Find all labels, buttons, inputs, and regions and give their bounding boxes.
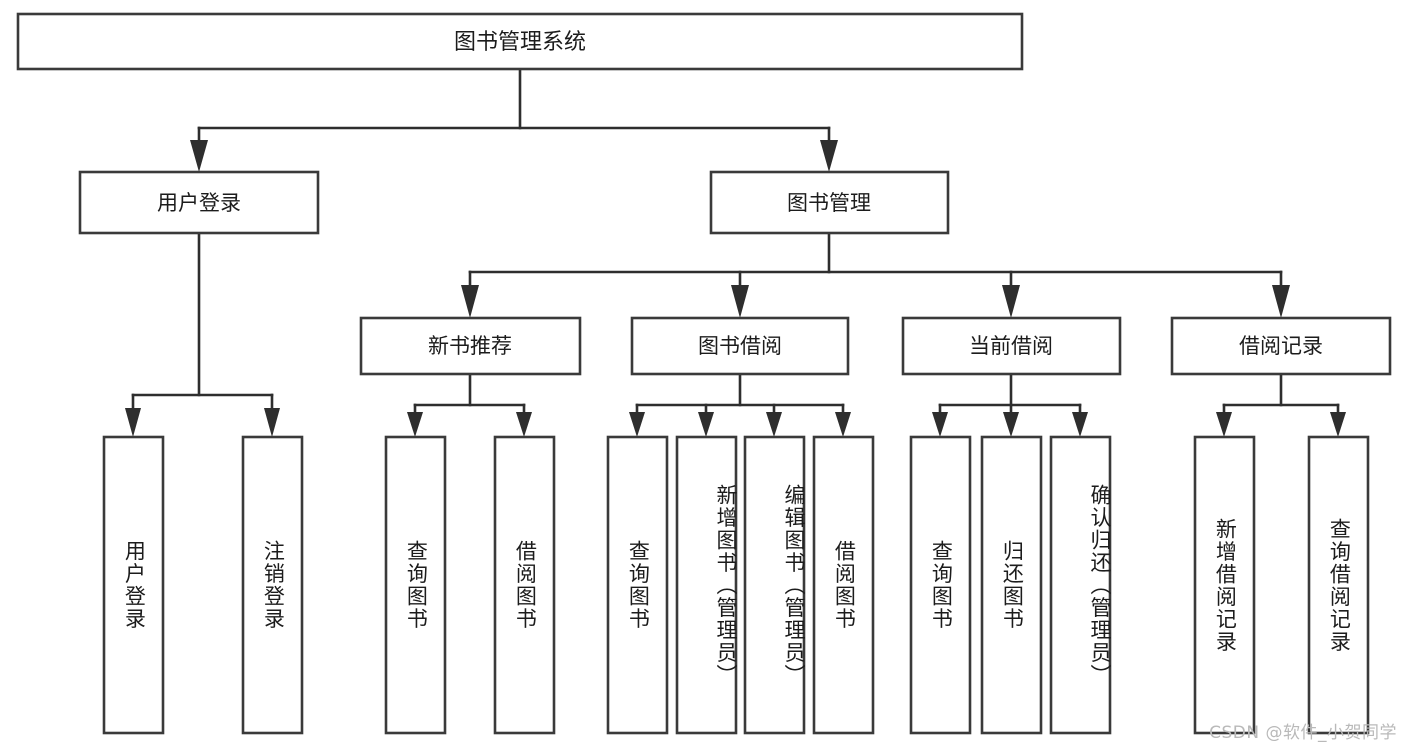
node-new-book-recommend-label: 新书推荐 [428,334,512,358]
connector-book-borrow-to-leaves [629,372,851,437]
connector-book-manage-to-level3 [461,231,1290,318]
leaf-box-book-borrow-3[interactable] [743,435,806,735]
node-current-borrow-box[interactable] [901,316,1122,376]
leaf-box-user-login-1[interactable] [102,435,165,735]
arrow-head-l3-2 [731,285,749,318]
node-book-borrow[interactable]: 图书借阅 [630,316,850,376]
node-root-box[interactable] [16,12,1024,71]
node-user-login-label: 用户登录 [157,191,241,215]
connector-root-to-level2 [190,67,838,172]
arrow-head-l3-1 [461,285,479,318]
connector-current-borrow-to-leaves [932,372,1088,437]
node-book-borrow-label: 图书借阅 [698,334,782,358]
arrow-head-user-login [190,140,208,172]
node-borrow-record[interactable]: 借阅记录 [1170,316,1392,376]
node-new-book-recommend[interactable]: 新书推荐 [359,316,582,376]
arrow-head-cb-3 [1072,412,1088,437]
arrow-head-nb-2 [516,412,532,437]
leaf-box-user-login-2[interactable] [241,435,304,735]
node-book-borrow-box[interactable] [630,316,850,376]
arrow-head-ul-1 [125,408,141,437]
leaf-box-new-book-1[interactable] [384,435,447,735]
leaf-box-book-borrow-2[interactable] [675,435,738,735]
node-user-login-box[interactable] [78,170,320,235]
arrow-head-l3-4 [1272,285,1290,318]
arrow-head-l3-3 [1002,285,1020,318]
arrow-head-cb-1 [932,412,948,437]
node-user-login[interactable]: 用户登录 [78,170,320,235]
node-root-label: 图书管理系统 [454,30,586,55]
watermark-text: CSDN @软件_小贺同学 [1209,723,1397,743]
leaf-box-current-borrow-1[interactable] [909,435,972,735]
arrow-head-bb-1 [629,412,645,437]
arrow-head-bb-4 [835,412,851,437]
leaf-box-current-borrow-3[interactable] [1049,435,1112,735]
arrow-head-br-1 [1216,412,1232,437]
leaf-box-book-borrow-4[interactable] [812,435,875,735]
connector-user-login-to-leaves [125,231,280,437]
arrow-head-ul-2 [264,408,280,437]
node-new-book-recommend-box[interactable] [359,316,582,376]
leaf-box-borrow-record-1[interactable] [1193,435,1256,735]
arrow-head-cb-2 [1003,412,1019,437]
leaf-box-new-book-2[interactable] [493,435,556,735]
node-borrow-record-box[interactable] [1170,316,1392,376]
leaf-box-borrow-record-2[interactable] [1307,435,1370,735]
node-book-manage-box[interactable] [709,170,950,235]
connector-new-book-to-leaves [407,372,532,437]
arrow-head-bb-3 [766,412,782,437]
arrow-head-bb-2 [698,412,714,437]
node-root[interactable]: 图书管理系统 [16,12,1024,71]
connector-borrow-record-to-leaves [1216,372,1346,437]
node-current-borrow[interactable]: 当前借阅 [901,316,1122,376]
node-borrow-record-label: 借阅记录 [1239,334,1323,358]
leaf-box-book-borrow-1[interactable] [606,435,669,735]
arrow-head-book-manage [820,140,838,172]
node-book-manage-label: 图书管理 [787,191,871,215]
arrow-head-br-2 [1330,412,1346,437]
node-book-manage[interactable]: 图书管理 [709,170,950,235]
arrow-head-nb-1 [407,412,423,437]
leaf-box-current-borrow-2[interactable] [980,435,1043,735]
node-current-borrow-label: 当前借阅 [969,334,1053,358]
